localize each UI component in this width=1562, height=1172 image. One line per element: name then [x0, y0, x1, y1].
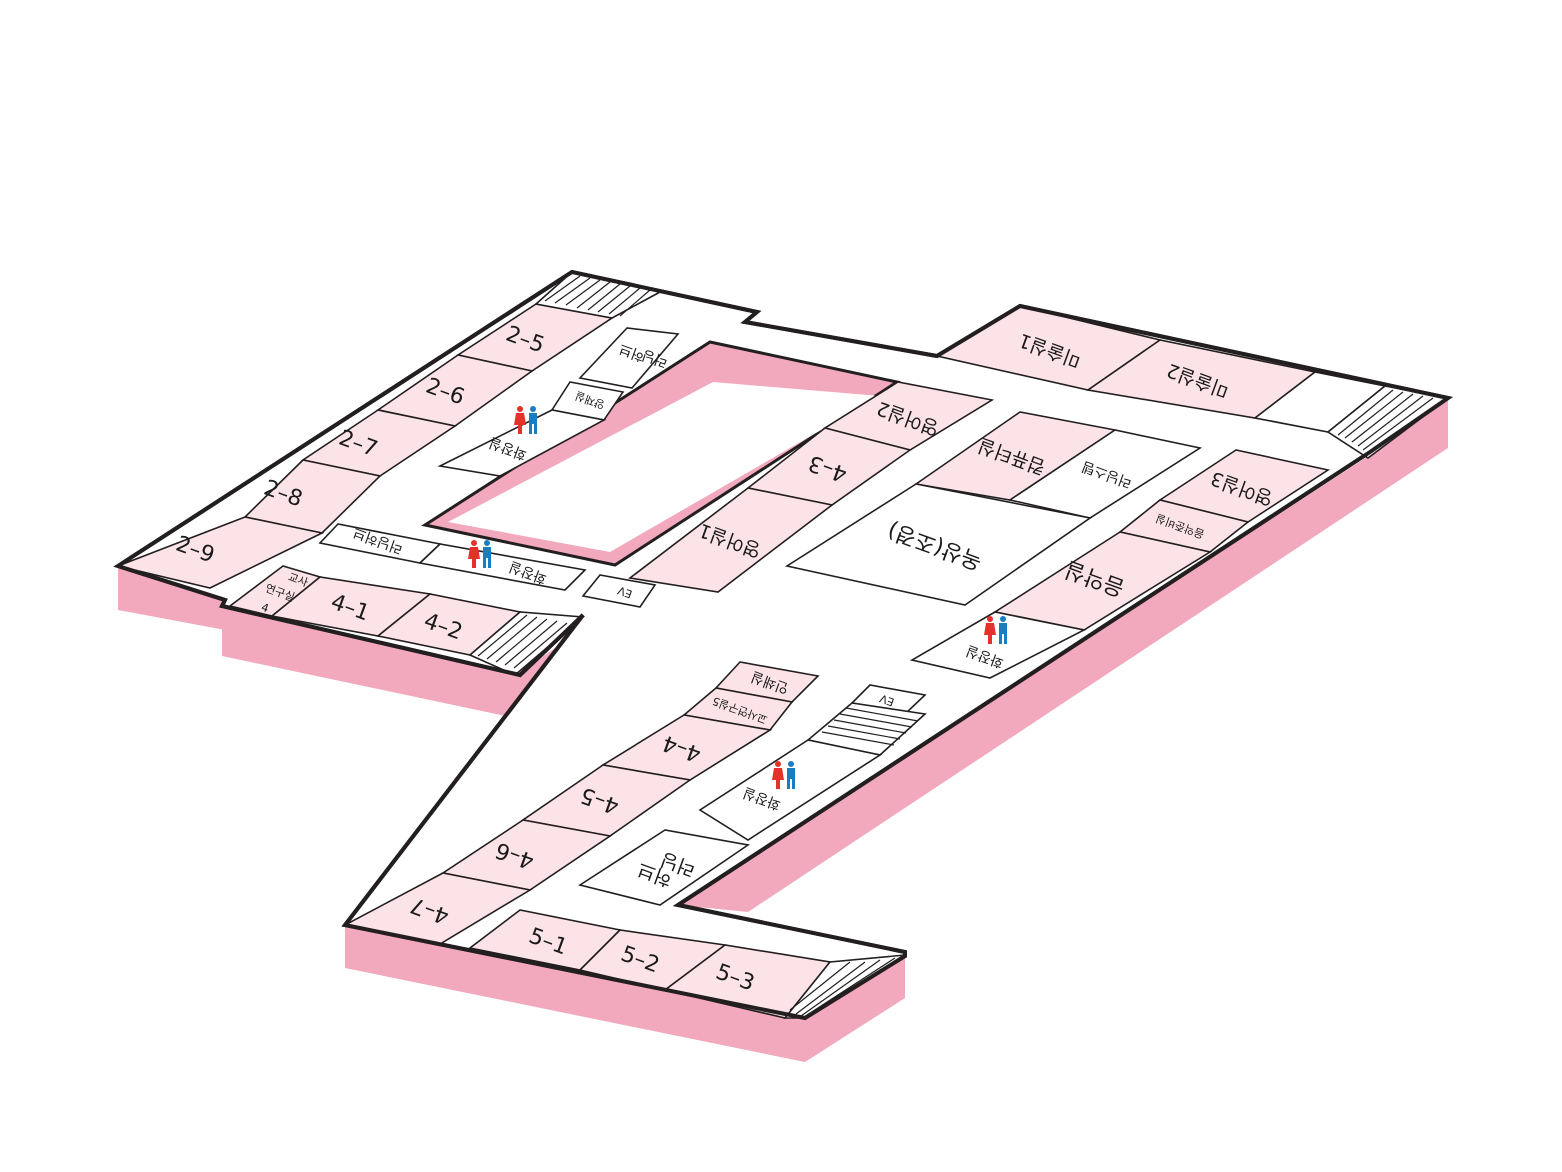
restroom-west[interactable] — [437, 409, 607, 477]
south-west-wing — [228, 565, 585, 676]
central-block — [628, 381, 1203, 606]
stairs-south[interactable] — [783, 954, 906, 1019]
restroom-south-west[interactable] — [418, 543, 587, 591]
restroom-icons — [468, 406, 1007, 789]
restroom-icon — [984, 616, 1007, 644]
label-ev-west: EV — [616, 583, 634, 600]
south-wing — [342, 661, 906, 1019]
learning-hub-north[interactable] — [578, 327, 680, 389]
restroom-south[interactable] — [698, 739, 883, 841]
building-outline — [113, 269, 1453, 1021]
restroom-icon — [772, 761, 795, 789]
label-teacher-lab4-3: 4 — [259, 601, 270, 616]
restroom-icon — [514, 406, 537, 434]
room-english-1[interactable] — [628, 487, 834, 593]
west-wing — [115, 271, 680, 608]
ev-west[interactable] — [581, 574, 657, 608]
room-2-9[interactable] — [115, 516, 325, 589]
learning-hub-south[interactable] — [578, 829, 751, 906]
rooftop-garden[interactable] — [784, 483, 1093, 606]
east-wing — [806, 305, 1450, 756]
label-ev-east: EV — [878, 691, 896, 708]
courtyard-opening — [448, 382, 880, 552]
restroom-east[interactable] — [909, 611, 1087, 679]
restroom-icon — [468, 540, 491, 568]
